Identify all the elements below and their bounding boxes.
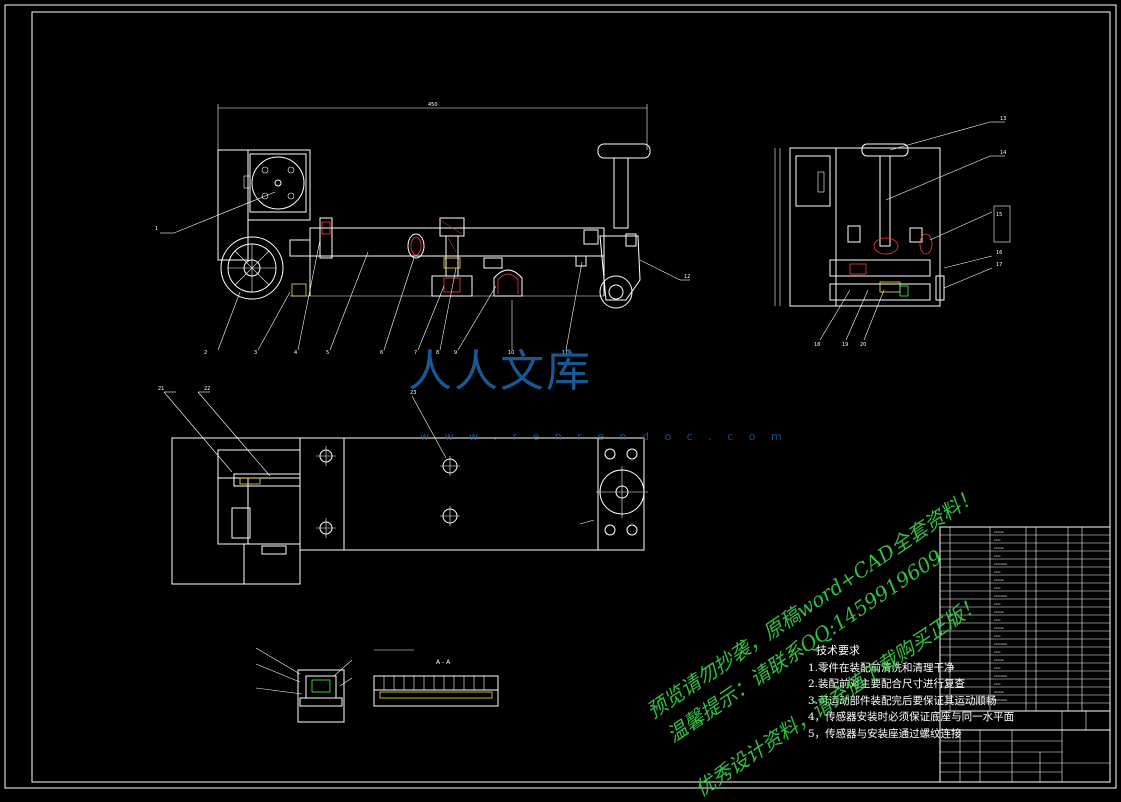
- svg-text:▭▭▭▭: ▭▭▭▭: [994, 698, 1007, 702]
- svg-text:15: 15: [996, 212, 1002, 218]
- svg-text:▭▭: ▭▭: [994, 618, 1001, 622]
- svg-text:10: 10: [508, 350, 514, 356]
- svg-text:8: 8: [436, 350, 439, 356]
- svg-text:7: 7: [414, 350, 417, 356]
- svg-text:22: 22: [204, 386, 210, 392]
- technical-requirements: 技术要求 1.零件在装配前清洗和清理干净 2.装配前对主要配合尺寸进行复查 3.…: [808, 643, 1014, 742]
- svg-text:2: 2: [204, 350, 207, 356]
- svg-text:6: 6: [380, 350, 383, 356]
- watermark-url: w w w . r e n r e n d o c . c o m: [420, 430, 788, 443]
- svg-text:▭▭▭: ▭▭▭: [994, 626, 1004, 630]
- svg-text:16: 16: [996, 250, 1002, 256]
- svg-text:▭▭▭▭: ▭▭▭▭: [994, 642, 1007, 646]
- svg-text:▭▭▭: ▭▭▭: [994, 690, 1004, 694]
- svg-text:11: 11: [562, 350, 568, 356]
- tech-requirements-title: 技术要求: [816, 644, 860, 657]
- svg-text:▭▭: ▭▭: [994, 538, 1001, 542]
- svg-text:19: 19: [842, 342, 848, 348]
- svg-text:▭▭: ▭▭: [994, 650, 1001, 654]
- svg-text:▭▭▭▭: ▭▭▭▭: [994, 562, 1007, 566]
- tech-requirement-item: 4，传感器安装时必须保证底座与同一水平面: [808, 711, 1015, 723]
- inner-frame: [31, 11, 1111, 783]
- svg-text:21: 21: [158, 386, 164, 392]
- svg-text:▭▭: ▭▭: [994, 570, 1001, 574]
- svg-text:18: 18: [814, 342, 820, 348]
- svg-text:▭▭: ▭▭: [994, 586, 1001, 590]
- svg-text:14: 14: [1000, 150, 1006, 156]
- svg-text:▭▭: ▭▭: [994, 634, 1001, 638]
- parts-list-table: ▭▭▭▭▭▭▭▭ ▭▭▭▭▭▭▭▭ ▭▭▭▭▭▭▭▭▭ ▭▭▭▭▭▭▭ ▭▭▭▭…: [939, 526, 1111, 783]
- svg-text:3: 3: [254, 350, 257, 356]
- svg-text:5: 5: [326, 350, 329, 356]
- svg-text:▭▭▭: ▭▭▭: [994, 578, 1004, 582]
- svg-text:▭▭▭: ▭▭▭: [994, 530, 1004, 534]
- top-view: 21 22 23: [158, 386, 648, 585]
- svg-text:4: 4: [294, 350, 297, 356]
- svg-text:13: 13: [1000, 116, 1006, 122]
- tech-requirement-item: 5，传感器与安装座通过螺纹连接: [808, 727, 962, 740]
- outer-frame: [4, 4, 1117, 789]
- detail-views: [255, 647, 499, 723]
- watermark-logo: 人人文库: [408, 346, 592, 397]
- svg-text:12: 12: [684, 274, 690, 280]
- svg-text:20: 20: [860, 342, 866, 348]
- svg-text:17: 17: [996, 262, 1002, 268]
- svg-text:▭▭▭: ▭▭▭: [994, 610, 1004, 614]
- tech-requirement-item: 1.零件在装配前清洗和清理干净: [808, 661, 955, 674]
- svg-text:▭▭: ▭▭: [994, 666, 1001, 670]
- svg-text:▭▭: ▭▭: [994, 682, 1001, 686]
- tech-requirement-item: 3.可运动部件装配完后要保证其运动顺畅: [808, 694, 997, 707]
- svg-text:1: 1: [155, 226, 158, 232]
- svg-text:▭▭▭: ▭▭▭: [994, 546, 1004, 550]
- svg-text:23: 23: [410, 390, 416, 396]
- tech-requirement-item: 2.装配前对主要配合尺寸进行复查: [808, 678, 966, 690]
- svg-text:▭▭: ▭▭: [994, 554, 1001, 558]
- svg-text:▭▭▭▭: ▭▭▭▭: [994, 674, 1007, 678]
- svg-text:▭▭▭: ▭▭▭: [994, 658, 1004, 662]
- svg-text:450: 450: [428, 102, 438, 108]
- svg-text:▭▭: ▭▭: [994, 602, 1001, 606]
- side-view: 13 14 15 16 17 18 19 20: [774, 116, 1011, 348]
- svg-text:▭▭▭▭: ▭▭▭▭: [994, 594, 1007, 598]
- section-label: A - A: [436, 659, 451, 666]
- svg-text:9: 9: [454, 350, 457, 356]
